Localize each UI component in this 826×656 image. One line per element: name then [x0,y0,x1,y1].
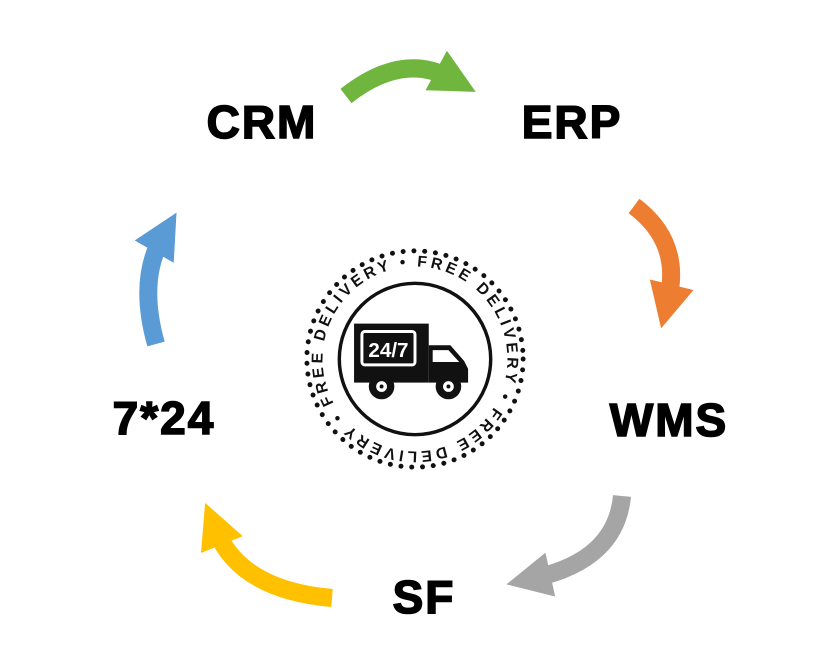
free-delivery-badge: FREE DELIVERY • FREE DELIVERY • FREE DEL… [299,243,531,475]
arrow-support-to-crm [134,212,177,347]
free-delivery-badge-svg: FREE DELIVERY • FREE DELIVERY • FREE DEL… [304,248,526,470]
arrow-crm-to-erp [340,50,476,104]
node-label-sf: SF [392,570,456,624]
arrow-wms-to-sf [506,494,631,597]
delivery-truck-icon: 24/7 [354,323,469,400]
node-label-crm: CRM [206,95,318,149]
truck-rear-wheel [368,373,395,400]
truck-front-wheel [435,373,462,400]
rear-hub-center [379,384,384,389]
node-label-wms: WMS [609,393,729,447]
truck-24-7-label: 24/7 [368,339,408,362]
node-label-erp: ERP [521,95,623,149]
badge-inner-ring [337,281,493,437]
badge-outer-dotted-ring [304,248,526,470]
truck-window [432,350,460,362]
node-label-7x24: 7*24 [112,391,216,445]
truck-24-7-frame [360,330,417,367]
arrow-erp-to-wms [628,198,694,329]
arrow-sf-to-support [200,502,333,607]
front-hub-center [446,384,451,389]
